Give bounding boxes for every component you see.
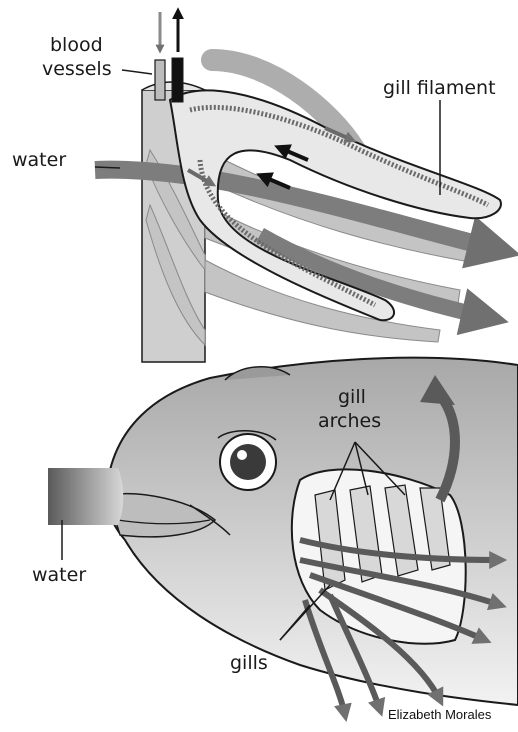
label-blood: blood	[50, 33, 103, 57]
label-arches: arches	[318, 409, 381, 433]
label-vessels: vessels	[42, 57, 112, 81]
label-gill-filament: gill filament	[383, 76, 496, 100]
label-water-left: water	[32, 563, 86, 587]
water-inflow-left	[48, 468, 123, 525]
credit-text: Elizabeth Morales	[388, 707, 491, 722]
label-water-top: water	[12, 148, 66, 172]
label-gills: gills	[230, 651, 268, 675]
label-gill: gill	[338, 385, 366, 409]
